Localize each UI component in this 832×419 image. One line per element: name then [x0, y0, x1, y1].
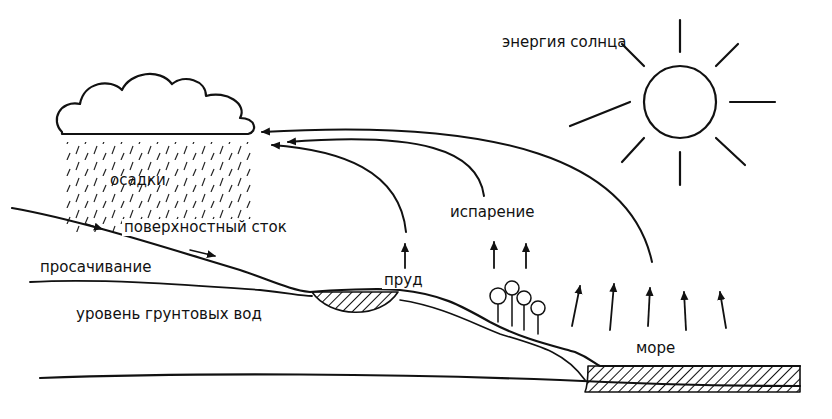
sun: [644, 66, 716, 138]
pond: [312, 292, 398, 312]
evaporation-arrow: [288, 139, 484, 196]
cloud: [57, 74, 254, 134]
sea: [585, 366, 800, 392]
runoff-arrow: [86, 224, 102, 229]
trees: [490, 281, 545, 334]
vapor-arrows: [405, 242, 726, 330]
groundwater-label: уровень грунтовых вод: [74, 306, 264, 323]
sun-label: энергия солнца: [500, 34, 628, 51]
evaporation-arrow: [262, 129, 652, 262]
runoff-label: поверхностный сток: [122, 219, 289, 236]
precipitation-label: осадки: [108, 172, 168, 189]
runoff-arrow: [190, 250, 215, 256]
sea-label: море: [634, 340, 677, 357]
subsurface-line: [400, 300, 585, 380]
groundwater-line: [30, 281, 312, 296]
evaporation-arrow: [272, 145, 406, 232]
infiltration-label: просачивание: [38, 259, 153, 276]
evaporation-label: испарение: [448, 204, 537, 221]
pond-label: пруд: [382, 272, 425, 289]
